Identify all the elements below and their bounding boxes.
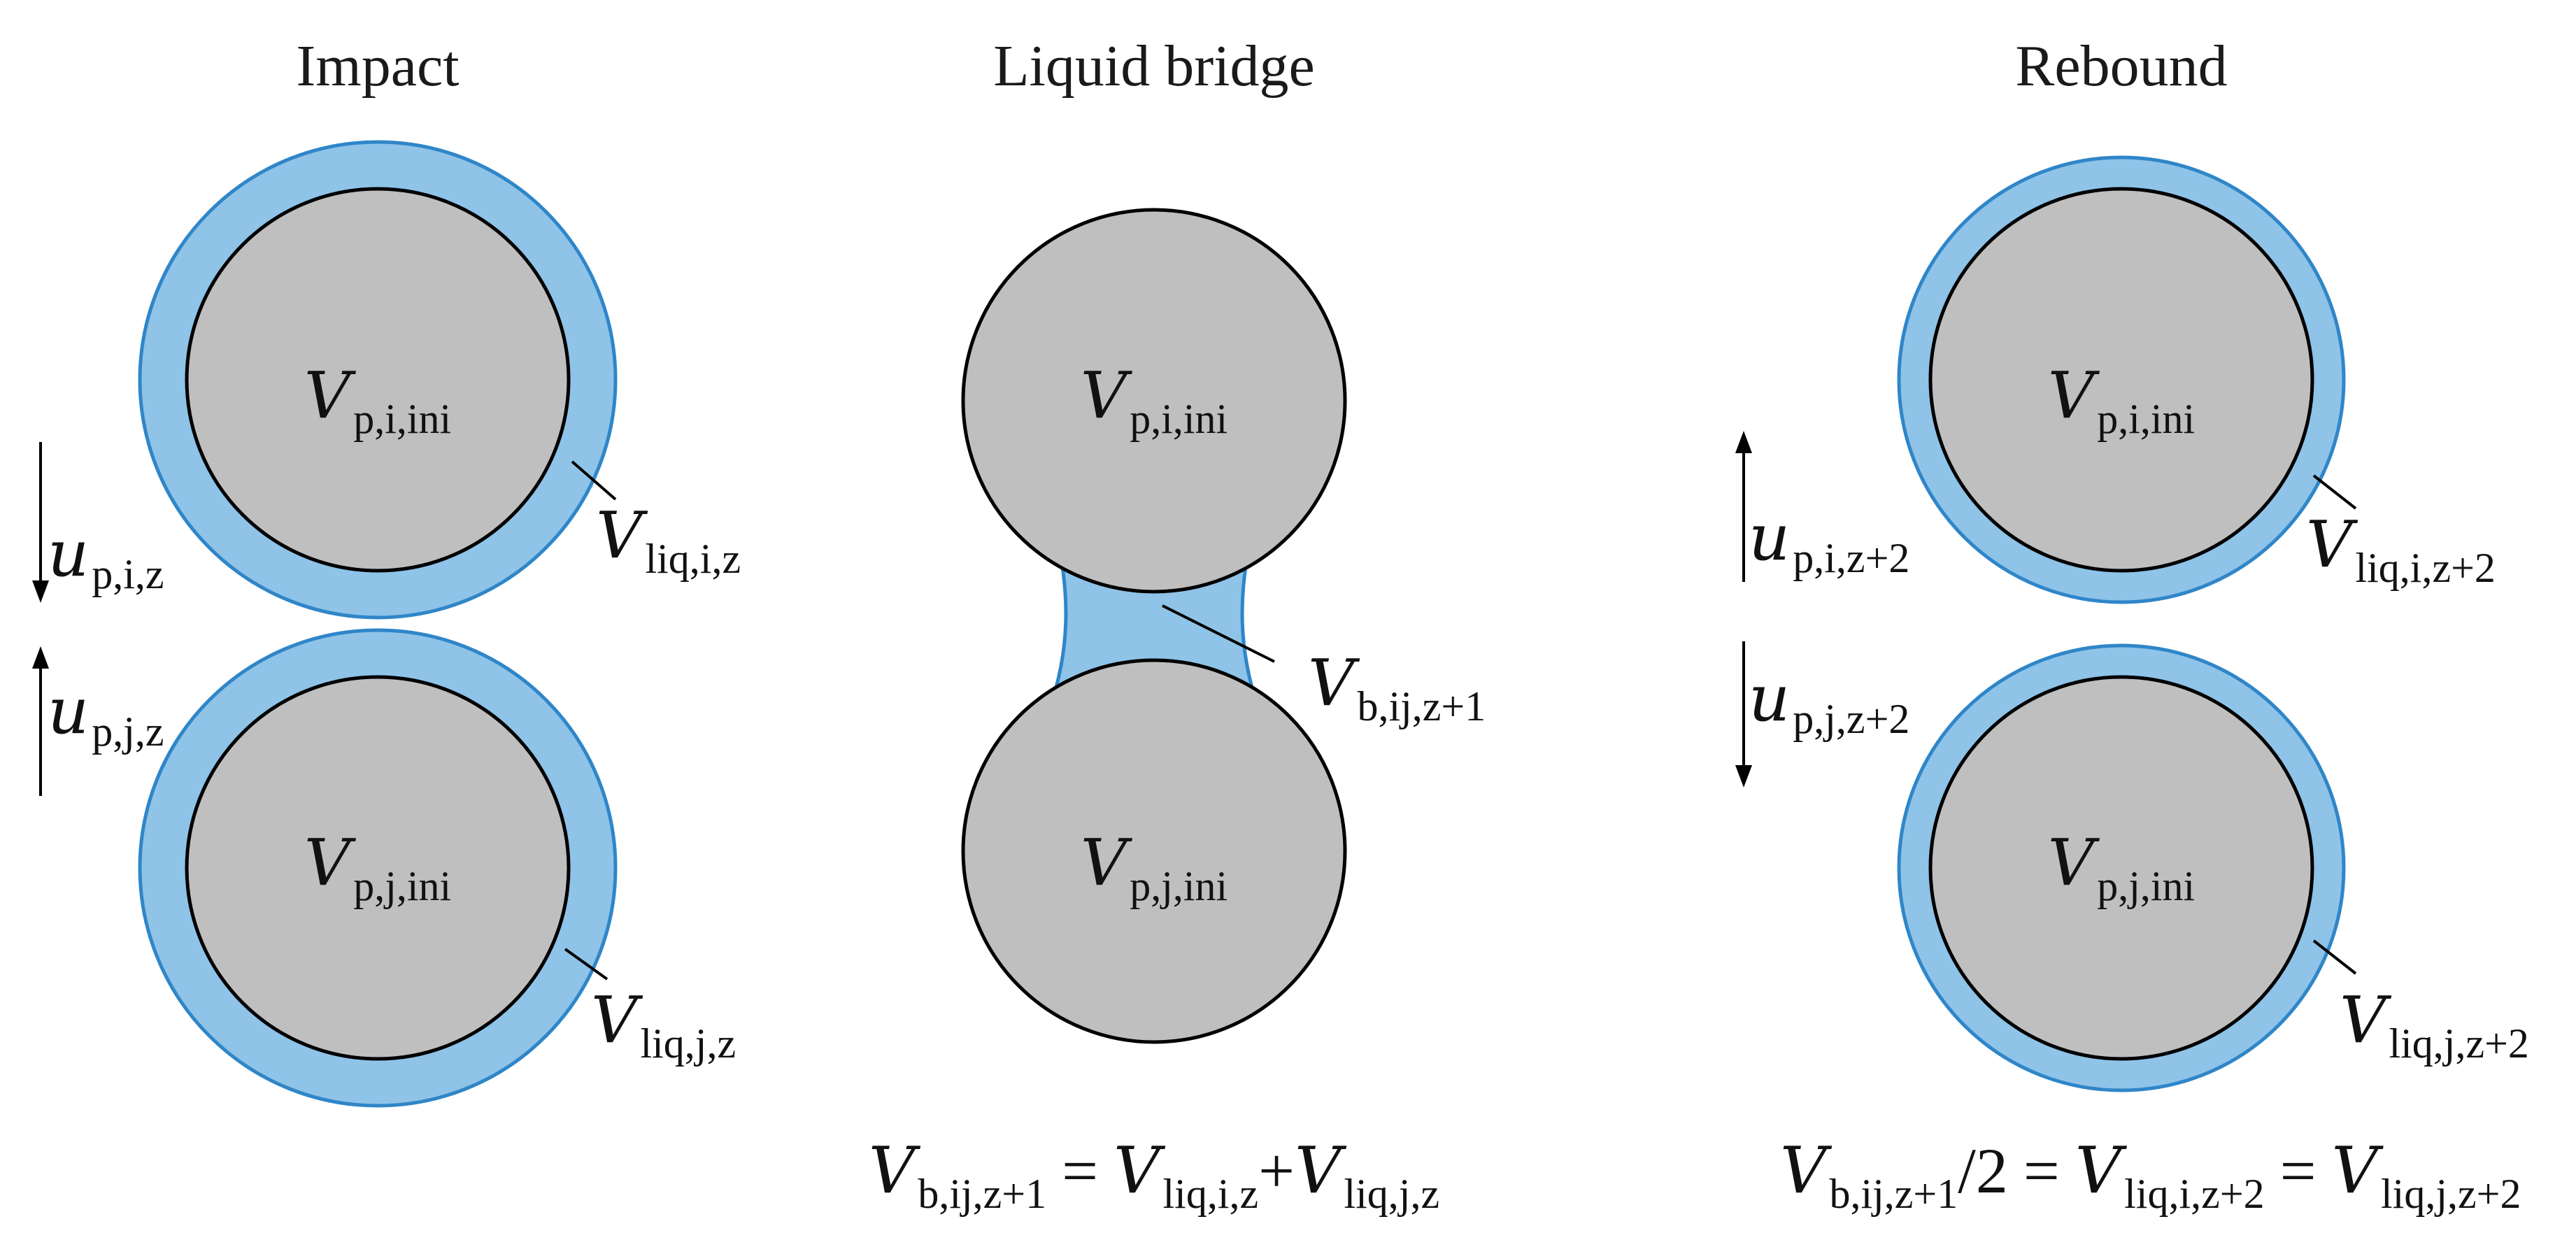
rebound-velocity-bottom-label: up,j,z+2 [1749,661,1909,742]
bridge-volume-leader [1162,604,1275,663]
bridge-volume-sub: b,ij,z+1 [1357,683,1486,729]
rebound-eq-lhs-sub: b,ij,z+1 [1829,1171,1958,1217]
bridge-volume-symbol: V [1308,646,1360,720]
rebound-particle-top-label: Vp,i,ini [2048,358,2195,442]
rebound-eq-equals-2: = [2280,1135,2317,1206]
rebound-liquid-bottom-leader [2312,939,2357,975]
impact-particle-top-sub: p,i,ini [353,396,451,442]
impact-liquid-bottom-sub: liq,j,z [640,1020,736,1067]
bridge-eq-lhs-sub: b,ij,z+1 [918,1171,1046,1217]
bridge-eq-equals: = [1062,1135,1098,1206]
impact-velocity-top-sub: p,i,z [92,551,164,597]
rebound-particle-top [1928,187,2314,573]
impact-particle-top-symbol: V [304,358,357,433]
rebound-velocity-top-sub: p,i,z+2 [1793,535,1909,581]
rebound-liquid-top-leader [2312,474,2357,510]
bridge-particle-bottom-symbol: V [1081,825,1133,900]
impact-liquid-top-leader [571,460,617,501]
bridge-particle-top-label: Vp,i,ini [1081,358,1227,442]
rebound-liquid-top-label: Vliq,i,z+2 [2306,507,2496,591]
impact-particle-bottom [185,675,571,1061]
rebound-eq-equals-1: = [2023,1135,2060,1206]
rebound-liquid-top-symbol: V [2306,507,2358,582]
bridge-particle-top-sub: p,i,ini [1130,396,1227,442]
impact-liquid-top-symbol: V [596,498,648,573]
bridge-equation: Vb,ij,z+1=Vliq,i,z+Vliq,j,z [869,1133,1439,1217]
impact-velocity-bottom-sub: p,j,z [92,708,164,755]
impact-liquid-top-label: Vliq,i,z [596,498,741,582]
bridge-eq-t2-sub: liq,j,z [1344,1171,1439,1217]
rebound-velocity-top-label: up,i,z+2 [1749,500,1909,581]
bridge-volume-label: Vb,ij,z+1 [1308,646,1486,729]
impact-title: Impact [296,34,459,99]
rebound-liquid-bottom-sub: liq,j,z+2 [2389,1020,2528,1067]
impact-velocity-bottom-label: up,j,z [48,673,164,755]
impact-velocity-bottom-arrowhead [32,646,49,669]
rebound-eq-div: /2 [1958,1135,2008,1206]
rebound-particle-bottom [1928,675,2314,1061]
rebound-equation: Vb,ij,z+1/2=Vliq,i,z+2=Vliq,j,z+2 [1780,1133,2521,1217]
rebound-velocity-bottom-sub: p,j,z+2 [1793,696,1909,742]
bridge-eq-t1-sub: liq,i,z [1162,1171,1258,1217]
impact-liquid-bottom-symbol: V [591,983,643,1057]
rebound-eq-lhs-symbol: V [1780,1133,1833,1208]
impact-velocity-top-label: up,i,z [48,516,164,597]
impact-particle-bottom-sub: p,j,ini [353,863,451,909]
rebound-particle-bottom-symbol: V [2048,825,2100,900]
impact-particle-bottom-label: Vp,j,ini [304,825,451,909]
bridge-particle-top [961,208,1347,594]
impact-liquid-top-sub: liq,i,z [645,536,741,582]
rebound-liquid-top-sub: liq,i,z+2 [2355,545,2495,591]
rebound-panel: Rebound Vp,i,ini Vp,j,ini Vliq,i,z+2 Vli… [1735,34,2529,1217]
bridge-title: Liquid bridge [993,34,1315,99]
impact-velocity-top-arrowhead [32,580,49,603]
impact-liquid-bottom-leader [564,948,609,981]
rebound-liquid-bottom-label: Vliq,j,z+2 [2340,983,2529,1067]
bridge-eq-t1-symbol: V [1113,1133,1166,1208]
impact-liquid-bottom-label: Vliq,j,z [591,983,736,1067]
rebound-particle-bottom-sub: p,j,ini [2097,863,2195,909]
bridge-eq-lhs-symbol: V [869,1133,921,1208]
bridge-particle-bottom-label: Vp,j,ini [1081,825,1227,909]
rebound-velocity-bottom-arrowhead [1735,765,1752,787]
rebound-particle-top-sub: p,i,ini [2097,396,2195,442]
bridge-particle-bottom-sub: p,j,ini [1130,863,1227,909]
impact-velocity-top-symbol: u [48,516,89,591]
bridge-particle-top-symbol: V [1081,358,1133,433]
impact-particle-top-label: Vp,i,ini [304,358,451,442]
bridge-particle-bottom [961,658,1347,1044]
rebound-eq-t1-sub: liq,i,z+2 [2124,1171,2264,1217]
rebound-eq-t2-symbol: V [2332,1133,2384,1208]
impact-particle-top [185,187,571,573]
bridge-panel: Liquid bridge Vp,i,ini Vp,j,ini Vb,ij,z+… [869,34,1486,1217]
impact-velocity-bottom-symbol: u [48,673,89,748]
rebound-velocity-top-symbol: u [1749,500,1790,575]
bridge-eq-plus: + [1258,1135,1295,1206]
rebound-particle-bottom-label: Vp,j,ini [2048,825,2195,909]
rebound-velocity-top-arrowhead [1735,431,1752,453]
impact-panel: Impact Vp,i,ini Vp,j,ini Vliq,i,z Vliq,j… [32,34,741,1108]
rebound-liquid-bottom-symbol: V [2340,983,2392,1057]
impact-particle-bottom-symbol: V [304,825,357,900]
rebound-velocity-bottom-symbol: u [1749,661,1790,736]
rebound-particle-top-symbol: V [2048,358,2100,433]
bridge-eq-t2-symbol: V [1295,1133,1347,1208]
rebound-eq-t1-symbol: V [2075,1133,2128,1208]
rebound-eq-t2-sub: liq,j,z+2 [2381,1171,2521,1217]
rebound-title: Rebound [2015,34,2227,99]
